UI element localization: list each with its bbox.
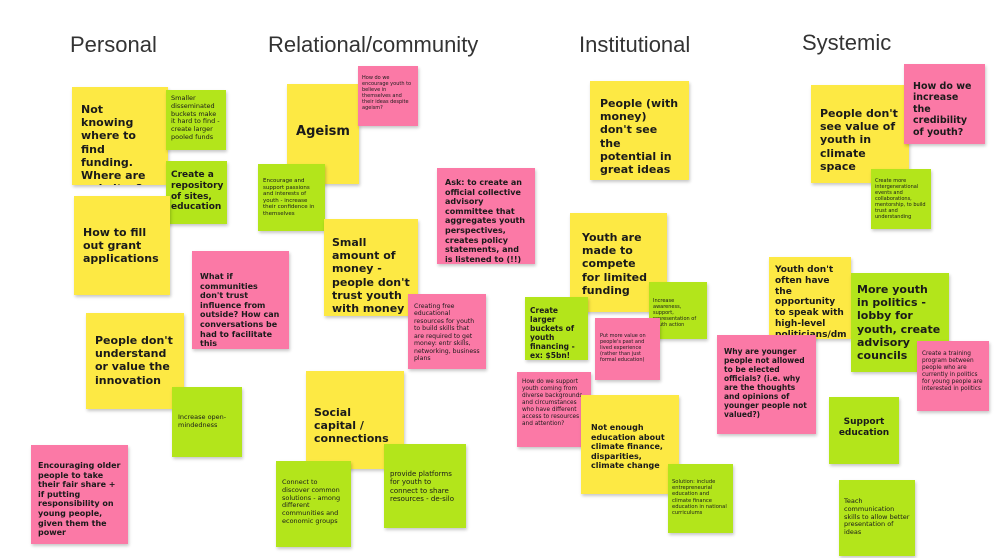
sticky-note[interactable]: Small amount of money - people don't tru… bbox=[324, 219, 418, 316]
note-text: Increase awareness, support, representat… bbox=[653, 298, 697, 328]
sticky-note[interactable]: Not enough education about climate finan… bbox=[581, 395, 679, 494]
note-text: More youth in politics - lobby for youth… bbox=[857, 283, 941, 362]
sticky-note[interactable]: Create a repository of sites, education bbox=[166, 161, 227, 224]
note-text: Create a repository of sites, education bbox=[171, 170, 224, 213]
note-text: Ask: to create an official collective ad… bbox=[445, 178, 526, 264]
note-text: Small amount of money - people don't tru… bbox=[332, 236, 410, 315]
note-text: Increase open-mindedness bbox=[178, 413, 227, 429]
sticky-note[interactable]: How do we increase the credibility of yo… bbox=[904, 64, 985, 144]
note-text: Social capital / connections bbox=[314, 406, 389, 446]
sticky-note[interactable]: Why are younger people not allowed to be… bbox=[717, 335, 816, 434]
sticky-note[interactable]: How do we support youth coming from dive… bbox=[517, 372, 591, 447]
note-text: Creating free educational resources for … bbox=[414, 303, 480, 363]
note-text: Why are younger people not allowed to be… bbox=[724, 347, 807, 419]
sticky-note[interactable]: Create a training program between people… bbox=[917, 341, 989, 411]
heading-personal: Personal bbox=[70, 32, 157, 57]
sticky-note[interactable]: Teach communication skills to allow bett… bbox=[839, 480, 915, 556]
note-text: Youth are made to compete for limited fu… bbox=[582, 231, 647, 297]
sticky-note[interactable]: Ask: to create an official collective ad… bbox=[437, 168, 535, 264]
note-text: Encourage and support passions and inter… bbox=[263, 178, 315, 217]
sticky-note[interactable]: People (with money) don't see the potent… bbox=[590, 81, 689, 180]
note-text: How do we support youth coming from dive… bbox=[522, 379, 583, 427]
note-text: People don't understand or value the inn… bbox=[95, 334, 173, 387]
note-text: Create larger buckets of youth financing… bbox=[530, 306, 575, 360]
sticky-note[interactable]: People don't see value of youth in clima… bbox=[811, 85, 909, 183]
sticky-note[interactable]: How to fill out grant applications bbox=[74, 196, 170, 295]
heading-institutional: Institutional bbox=[579, 32, 691, 57]
sticky-note[interactable]: How do we encourage youth to believe in … bbox=[358, 66, 418, 126]
note-text: Create a training program between people… bbox=[922, 351, 983, 392]
note-text: Support education bbox=[838, 417, 890, 438]
sticky-note[interactable]: Connect to discover common solutions - a… bbox=[276, 461, 351, 547]
sticky-note[interactable]: What if communities don't trust influenc… bbox=[192, 251, 289, 349]
sticky-note[interactable]: Support education bbox=[829, 397, 899, 464]
note-text: Create more intergenerational events and… bbox=[875, 178, 926, 220]
sticky-note[interactable]: Solution: include entrepreneurial educat… bbox=[668, 464, 733, 533]
note-text: provide platforms for youth to connect t… bbox=[390, 470, 454, 504]
note-text: Not knowing where to find funding. Where… bbox=[81, 103, 146, 185]
note-text: Connect to discover common solutions - a… bbox=[282, 478, 341, 525]
note-text: Smaller disseminated buckets make it har… bbox=[171, 94, 220, 141]
note-text: Solution: include entrepreneurial educat… bbox=[672, 479, 727, 517]
sticky-note[interactable]: Create larger buckets of youth financing… bbox=[525, 297, 588, 360]
note-text: Teach communication skills to allow bett… bbox=[844, 497, 910, 537]
note-text: What if communities don't trust influenc… bbox=[200, 272, 280, 349]
sticky-note[interactable]: Youth don't often have the opportunity t… bbox=[769, 257, 851, 339]
sticky-note[interactable]: Put more value on people's past and live… bbox=[595, 318, 660, 380]
note-text: How do we encourage youth to believe in … bbox=[362, 75, 412, 111]
sticky-note[interactable]: Smaller disseminated buckets make it har… bbox=[166, 90, 226, 150]
note-text: Not enough education about climate finan… bbox=[591, 423, 665, 471]
heading-relational: Relational/community bbox=[268, 32, 479, 57]
sticky-note[interactable]: provide platforms for youth to connect t… bbox=[384, 444, 466, 528]
sticky-note[interactable]: Not knowing where to find funding. Where… bbox=[72, 87, 168, 185]
sticky-note[interactable]: Increase open-mindedness bbox=[172, 387, 242, 457]
sticky-note[interactable]: Encourage and support passions and inter… bbox=[258, 164, 325, 231]
sticky-note[interactable]: Encouraging older people to take their f… bbox=[31, 445, 128, 544]
heading-systemic: Systemic bbox=[802, 30, 892, 55]
sticky-note[interactable]: Create more intergenerational events and… bbox=[871, 169, 931, 229]
note-text: Youth don't often have the opportunity t… bbox=[775, 265, 847, 339]
note-text: People (with money) don't see the potent… bbox=[600, 97, 679, 176]
sticky-note[interactable]: Creating free educational resources for … bbox=[408, 294, 486, 369]
note-text: Ageism bbox=[296, 124, 350, 139]
note-text: Put more value on people's past and live… bbox=[600, 333, 646, 363]
sticky-note[interactable]: People don't understand or value the inn… bbox=[86, 313, 184, 409]
note-text: How to fill out grant applications bbox=[83, 226, 159, 266]
sticky-note[interactable]: Social capital / connections bbox=[306, 371, 404, 469]
note-text: How do we increase the credibility of yo… bbox=[913, 81, 972, 138]
note-text: People don't see value of youth in clima… bbox=[820, 107, 898, 173]
note-text: Encouraging older people to take their f… bbox=[38, 461, 121, 538]
